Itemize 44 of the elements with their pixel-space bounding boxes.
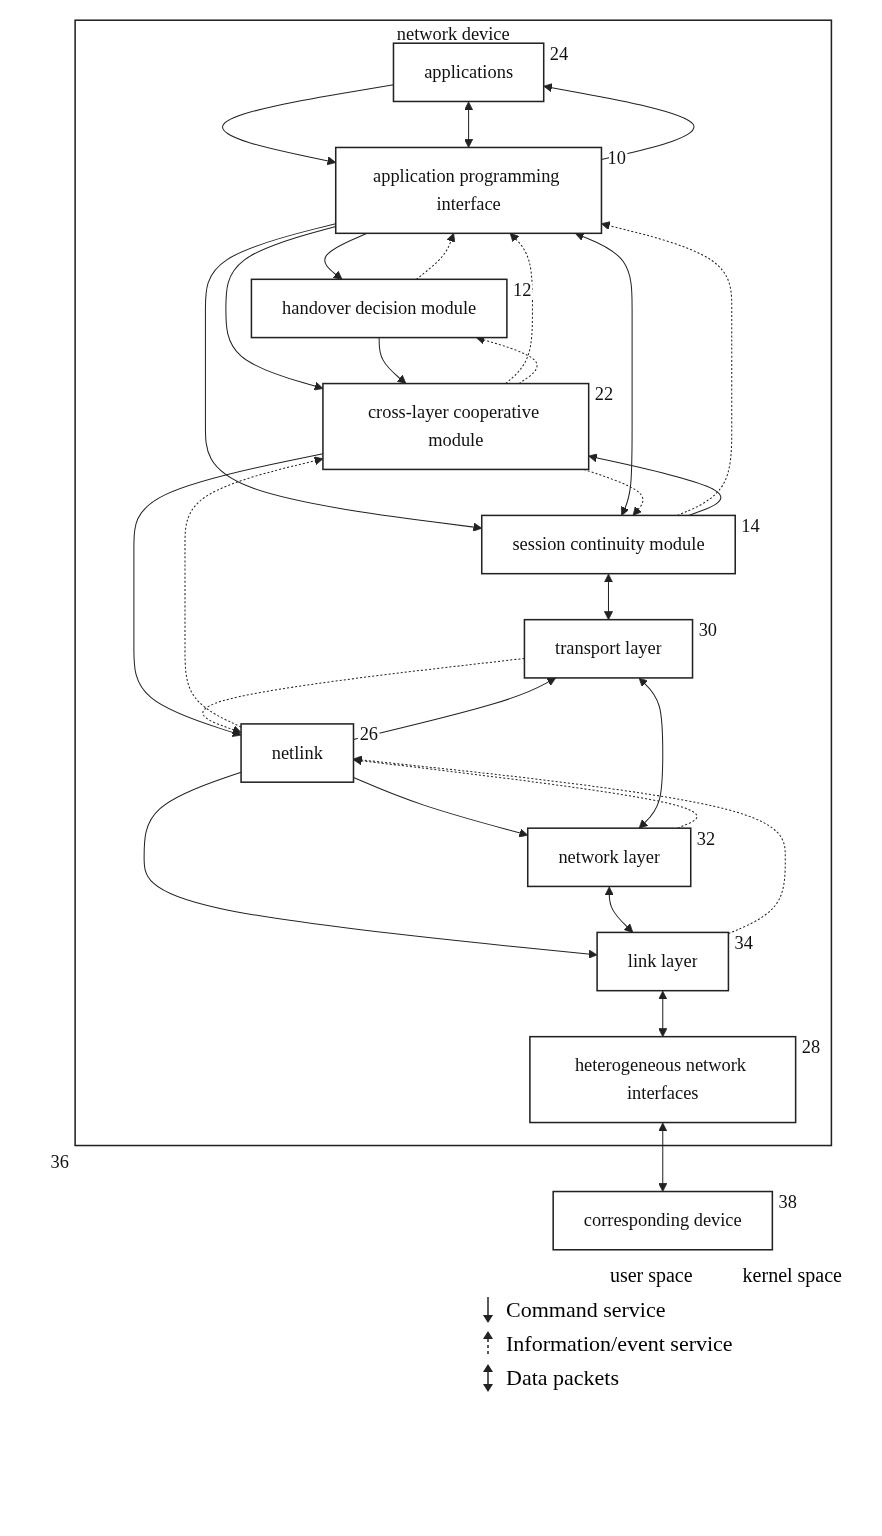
reference-numeral: 28: [801, 1037, 821, 1058]
arrow: [324, 232, 368, 280]
legend-text: Information/event service: [506, 1331, 733, 1357]
reference-numeral: 38: [778, 1191, 797, 1212]
reference-numeral: 12: [513, 279, 532, 300]
arrow: [353, 677, 557, 741]
region-label: user space: [609, 1264, 693, 1287]
node-box: network layer: [526, 827, 692, 888]
arrow: [353, 755, 786, 935]
legend-text: Data packets: [506, 1365, 619, 1391]
arrow: [601, 221, 733, 516]
reference-numeral: 36: [50, 1152, 69, 1172]
legend-text: Command service: [506, 1297, 666, 1323]
arrow: [658, 990, 668, 1038]
node-box: transport layer: [523, 618, 694, 679]
reference-numeral: 22: [594, 383, 614, 404]
arrow: [415, 232, 456, 280]
node-box: heterogeneous network interfaces: [529, 1035, 797, 1124]
arrow: [378, 337, 407, 384]
node-box: corresponding device: [552, 1190, 774, 1251]
arrow: [638, 677, 664, 829]
arrow: [222, 84, 394, 166]
arrow: [575, 232, 633, 516]
node-box: session continuity module: [480, 514, 736, 575]
node-box: cross-layer cooperative module: [322, 382, 590, 471]
arrow: [143, 771, 598, 959]
node-box: handover decision module: [250, 278, 508, 339]
node-box: application programming interface: [334, 146, 603, 235]
node-box: netlink: [240, 723, 355, 783]
arrow: [604, 573, 613, 621]
node-box: applications: [392, 42, 545, 103]
node-box: link layer: [596, 931, 730, 992]
reference-numeral: 32: [696, 828, 716, 849]
reference-numeral: 14: [741, 515, 760, 536]
arrow: [604, 886, 634, 933]
reference-numeral: 34: [734, 932, 753, 953]
arrow: [505, 232, 533, 385]
arrow: [464, 101, 474, 148]
arrow: [658, 1122, 668, 1192]
reference-numeral: 24: [549, 43, 569, 64]
arrow: [588, 453, 722, 516]
arrow: [543, 83, 695, 160]
reference-numeral: 30: [698, 620, 718, 640]
region-label: kernel space: [742, 1264, 842, 1287]
